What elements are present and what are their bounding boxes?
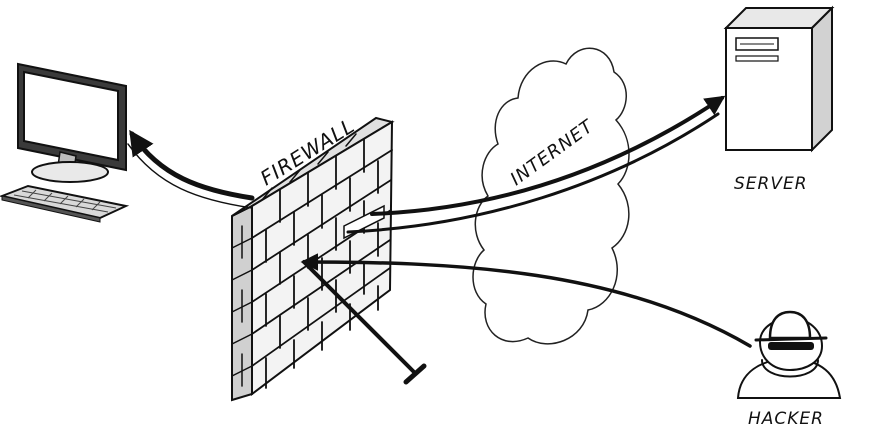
flow-arrows — [127, 95, 752, 385]
firewall-wall — [231, 116, 395, 402]
server-label: SERVER — [734, 174, 808, 194]
computer-icon — [0, 62, 130, 223]
hacker-icon — [736, 310, 842, 399]
hacker-label: HACKER — [748, 409, 824, 429]
server-tower-icon — [723, 5, 835, 153]
